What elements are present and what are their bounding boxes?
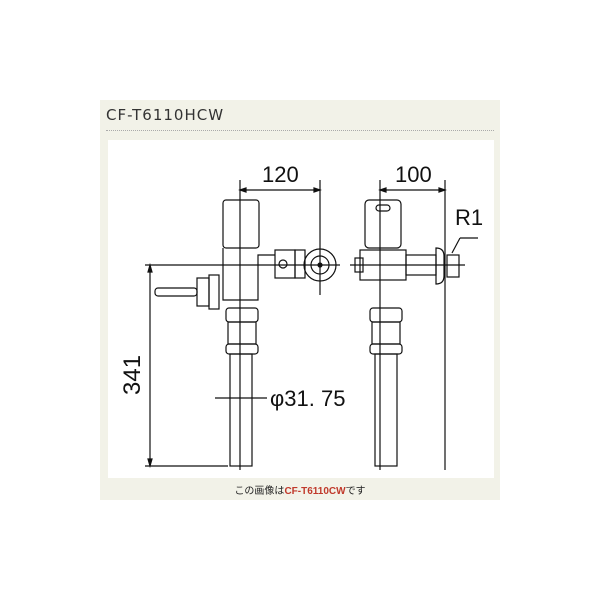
caption-model: CF-T6110CW (284, 486, 346, 497)
technical-drawing (108, 140, 494, 478)
caption-prefix: この画像は (234, 486, 285, 497)
dotted-divider (106, 130, 494, 131)
caption-suffix: です (345, 486, 366, 497)
product-diagram-panel: CF-T6110HCW この画像はCF-T6110CWです (100, 100, 500, 500)
model-title: CF-T6110HCW (106, 106, 225, 124)
image-caption: この画像はCF-T6110CWです (100, 482, 500, 497)
